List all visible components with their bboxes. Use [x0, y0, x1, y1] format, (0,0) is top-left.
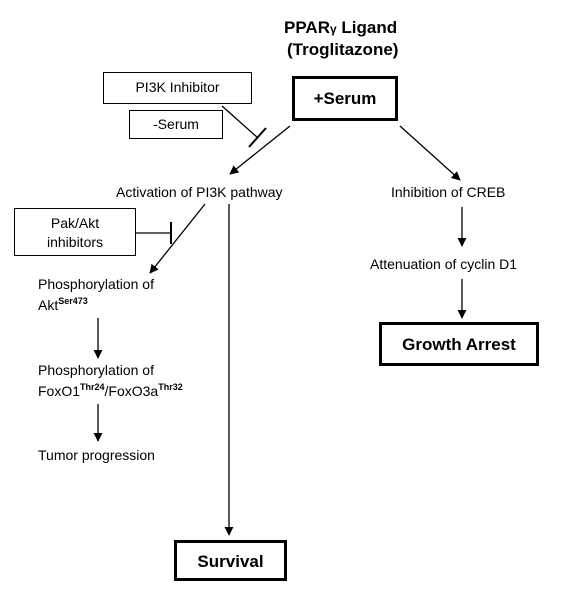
ligand-title: PPARγ Ligand	[284, 18, 397, 39]
arrow-serum-to-pi3k	[229, 125, 291, 175]
growth-arrest-box: Growth Arrest	[379, 322, 539, 366]
inhibit-line-pi3k	[221, 105, 259, 139]
akt-sup: Ser473	[58, 296, 88, 306]
ligand-title-greek: γ	[329, 22, 337, 36]
pi3k-activation-label: Activation of PI3K pathway	[116, 184, 283, 200]
akt-base: Akt	[38, 297, 59, 313]
serum-label: +Serum	[313, 89, 377, 108]
ligand-title-main: PPAR	[284, 18, 330, 37]
cyclin-attenuation-label: Attenuation of cyclin D1	[370, 256, 518, 272]
inhibit-bar-pi3k	[248, 127, 267, 148]
phospho-akt-line2: AktSer473	[38, 297, 88, 314]
phospho-foxo-line1: Phosphorylation of	[38, 362, 154, 378]
survival-box: Survival	[174, 540, 287, 581]
phospho-akt-line1: Phosphorylation of	[38, 276, 154, 292]
phospho-foxo-line2: FoxO1Thr24/FoxO3aThr32	[38, 383, 183, 400]
tumor-progression-label: Tumor progression	[38, 447, 155, 463]
pak-akt-label-line1: Pak/Akt	[50, 215, 100, 231]
minus-serum-box: -Serum	[129, 110, 223, 139]
arrow-serum-to-creb	[399, 125, 461, 181]
survival-label: Survival	[197, 552, 264, 571]
arrow-pi3k-to-akt	[149, 203, 206, 274]
pi3k-inhibitor-label: PI3K Inhibitor	[135, 79, 220, 95]
pak-akt-label-line2: inhibitors	[46, 234, 104, 250]
pi3k-inhibitor-box: PI3K Inhibitor	[103, 72, 252, 104]
foxo1-sup: Thr24	[80, 382, 105, 392]
growth-arrest-label: Growth Arrest	[402, 335, 516, 354]
ligand-title-rest: Ligand	[336, 18, 398, 37]
pak-akt-inhibitors-box: Pak/Akt inhibitors	[14, 208, 136, 256]
ligand-subtitle: (Troglitazone)	[287, 40, 399, 59]
creb-inhibition-label: Inhibition of CREB	[391, 184, 506, 200]
foxo3-base: /FoxO3a	[104, 383, 159, 399]
foxo3-sup: Thr32	[158, 382, 183, 392]
serum-box: +Serum	[292, 76, 398, 121]
minus-serum-label: -Serum	[153, 116, 199, 132]
foxo1-base: FoxO1	[38, 383, 81, 399]
